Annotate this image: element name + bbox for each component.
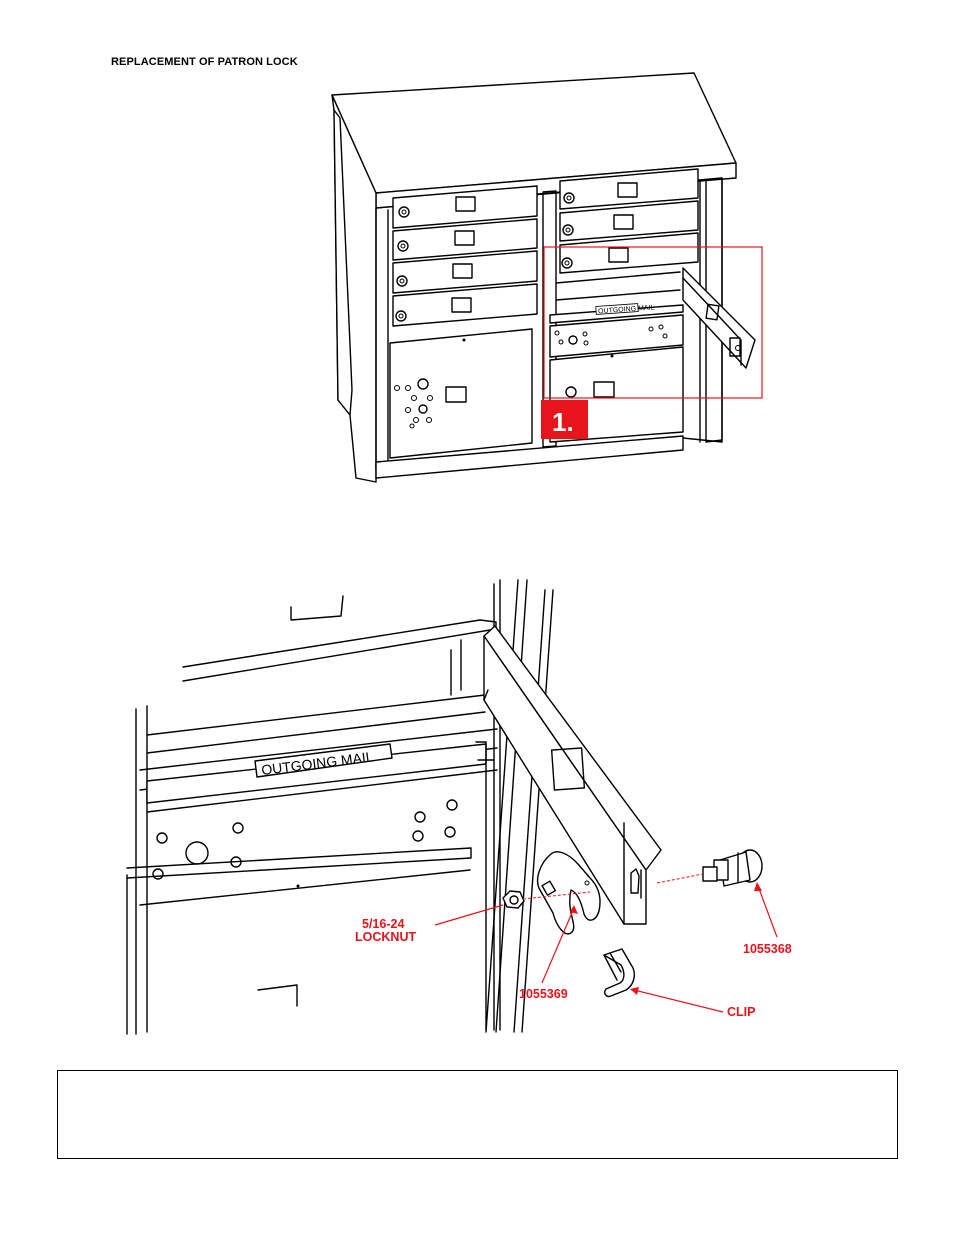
lock-detail-illustration: OUTGOING MAIL xyxy=(126,579,792,1035)
page-title: REPLACEMENT OF PATRON LOCK xyxy=(111,56,298,68)
step-badge xyxy=(541,400,588,439)
clip-label: CLIP xyxy=(727,1005,755,1019)
locknut-label: LOCKNUT xyxy=(355,930,416,944)
left-column-doors xyxy=(389,185,538,459)
step-number: 1. xyxy=(552,407,574,437)
outgoing-mail-label-small: OUTGOING MAIL xyxy=(598,304,655,315)
cabinet-overview-illustration: OUTGOING MAIL 1. xyxy=(331,72,763,483)
right-column-doors: OUTGOING MAIL xyxy=(549,168,756,443)
lock-part-number: 1055368 xyxy=(743,942,792,956)
cam-part-number: 1055369 xyxy=(519,987,568,1001)
highlight-box xyxy=(543,246,763,399)
locknut-size-label: 5/16-24 xyxy=(362,917,404,931)
note-box xyxy=(57,1070,898,1159)
